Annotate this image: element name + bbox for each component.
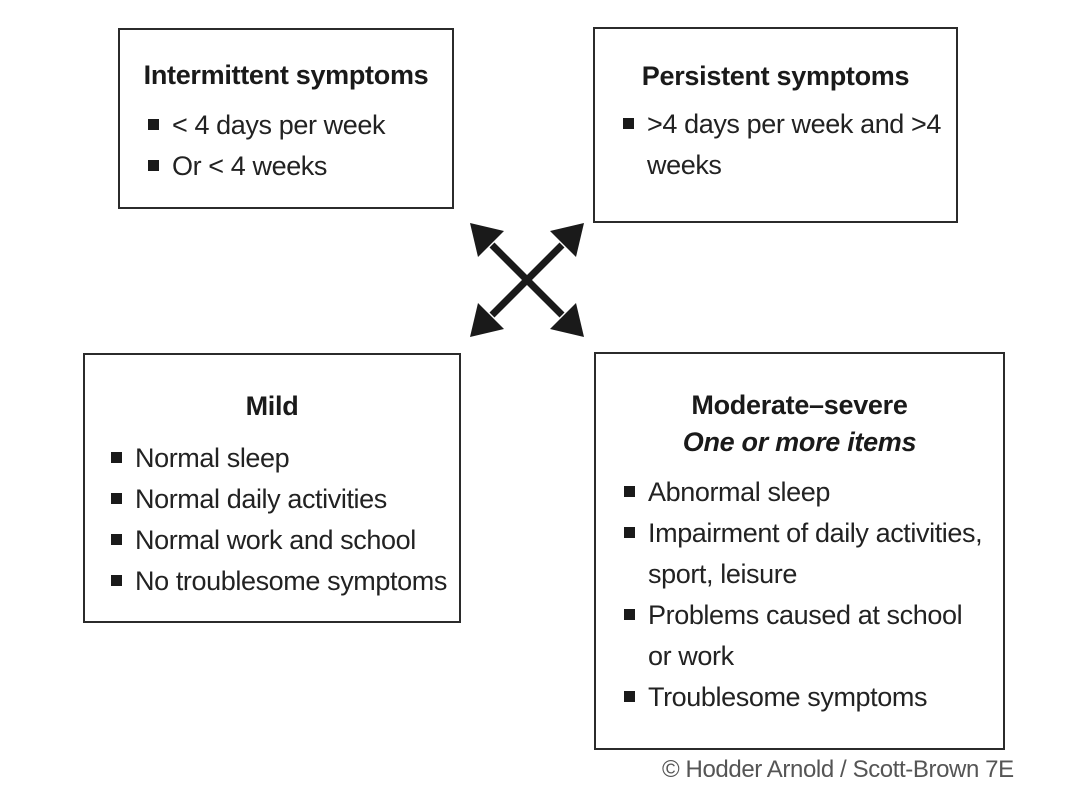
list-item-label: Normal work and school: [135, 525, 416, 555]
bullet-square-icon: [148, 119, 159, 130]
list-item-label: Normal sleep: [135, 443, 290, 473]
bullet-square-icon: [111, 493, 122, 504]
list-item: Impairment of daily activities, sport, l…: [624, 513, 984, 595]
list-item: Normal daily activities: [111, 479, 459, 520]
list-item: < 4 days per week: [148, 105, 452, 146]
arrowhead-bottom-right-icon: [550, 303, 584, 337]
list-item-label: Abnormal sleep: [648, 477, 831, 507]
list-item: Normal sleep: [111, 438, 459, 479]
arrowhead-top-left-icon: [470, 223, 504, 257]
four-way-diagonal-arrows-icon: [470, 223, 584, 337]
bullet-square-icon: [148, 160, 159, 171]
list-item: Abnormal sleep: [624, 472, 984, 513]
bullet-square-icon: [111, 575, 122, 586]
bullet-square-icon: [624, 527, 635, 538]
moderate-severe-box: Moderate–severe One or more items Abnorm…: [594, 352, 1005, 750]
bullet-square-icon: [111, 534, 122, 545]
bullet-square-icon: [111, 452, 122, 463]
bullet-square-icon: [623, 118, 634, 129]
mild-box: Mild Normal sleep Normal daily activitie…: [83, 353, 461, 623]
intermittent-symptoms-title: Intermittent symptoms: [143, 60, 429, 90]
persistent-symptoms-list: >4 days per week and >4 weeks: [623, 104, 943, 186]
persistent-symptoms-box: Persistent symptoms >4 days per week and…: [593, 27, 958, 223]
list-item-label: Or < 4 weeks: [172, 151, 328, 181]
copyright-credit: © Hodder Arnold / Scott-Brown 7E: [662, 756, 1014, 783]
mild-list: Normal sleep Normal daily activities Nor…: [111, 438, 459, 602]
list-item-label: No troublesome symptoms: [135, 566, 447, 596]
bullet-square-icon: [624, 691, 635, 702]
list-item-label: < 4 days per week: [172, 110, 386, 140]
list-item: Problems caused at school or work: [624, 595, 984, 677]
intermittent-symptoms-list: < 4 days per week Or < 4 weeks: [148, 105, 452, 187]
arrowhead-bottom-left-icon: [470, 303, 504, 337]
mild-title: Mild: [245, 391, 299, 421]
list-item: No troublesome symptoms: [111, 561, 459, 602]
list-item-label: Impairment of daily activities, sport, l…: [648, 518, 983, 589]
bullet-square-icon: [624, 486, 635, 497]
arrowhead-top-right-icon: [550, 223, 584, 257]
list-item-label: >4 days per week and >4 weeks: [647, 109, 942, 180]
list-item: Troublesome symptoms: [624, 677, 984, 718]
list-item: Or < 4 weeks: [148, 146, 452, 187]
diagonal-line-b: [489, 242, 565, 318]
list-item: >4 days per week and >4 weeks: [623, 104, 943, 186]
list-item-label: Troublesome symptoms: [648, 682, 928, 712]
moderate-severe-list: Abnormal sleep Impairment of daily activ…: [624, 472, 984, 718]
list-item-label: Problems caused at school or work: [648, 600, 963, 671]
persistent-symptoms-title: Persistent symptoms: [641, 61, 910, 91]
list-item: Normal work and school: [111, 520, 459, 561]
list-item-label: Normal daily activities: [135, 484, 387, 514]
moderate-severe-title: Moderate–severe: [691, 390, 908, 420]
bullet-square-icon: [624, 609, 635, 620]
intermittent-symptoms-box: Intermittent symptoms < 4 days per week …: [118, 28, 454, 209]
moderate-severe-subtitle: One or more items: [682, 427, 917, 457]
